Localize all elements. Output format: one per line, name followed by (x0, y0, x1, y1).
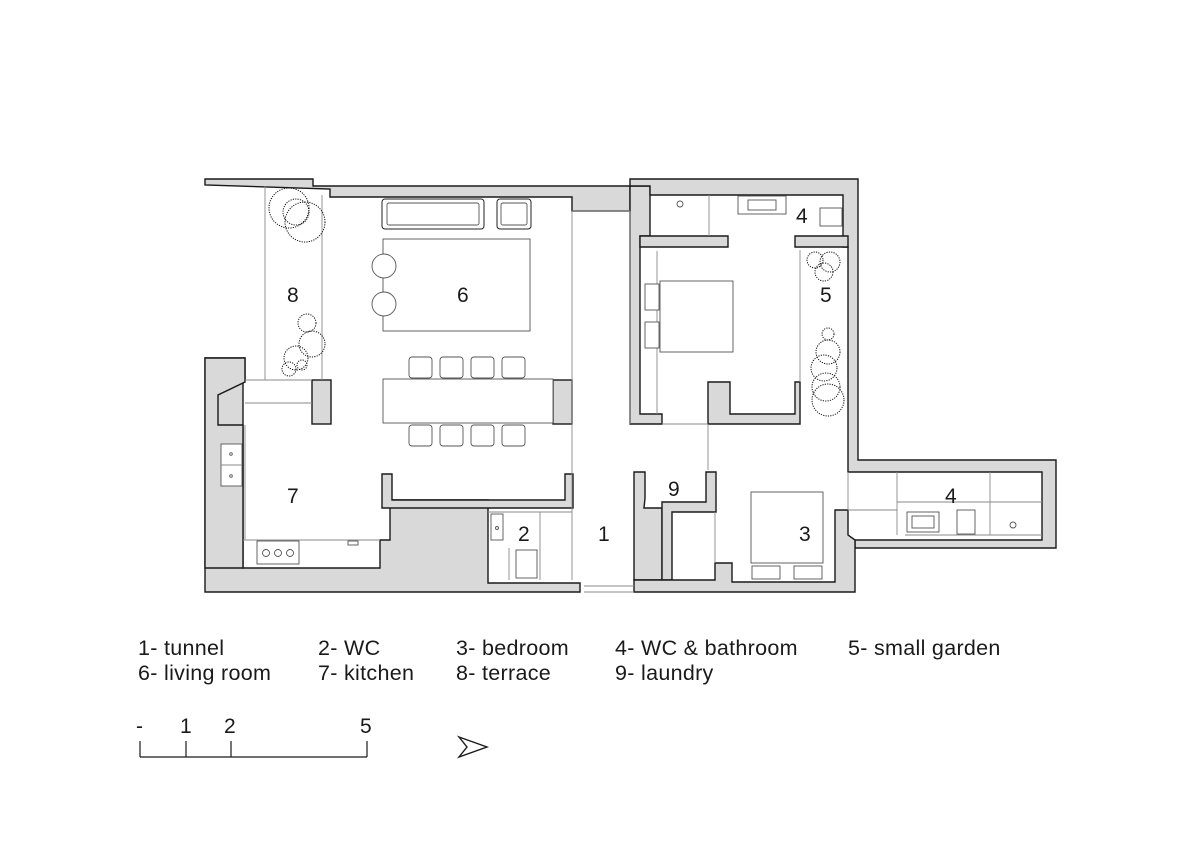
chair (501, 424, 526, 447)
stool (371, 253, 397, 279)
chair (408, 356, 433, 379)
room-number: 8 (287, 284, 299, 307)
chair (501, 356, 526, 379)
interior-lines (243, 186, 1042, 593)
chair (439, 356, 464, 379)
legend-item: 4- WC & bathroom (615, 636, 798, 660)
chair (439, 424, 464, 447)
furniture (220, 195, 1017, 580)
room-number: 3 (799, 523, 811, 546)
legend-item: 5- small garden (848, 636, 1001, 660)
room-number: 7 (287, 485, 299, 508)
bath-toilet (956, 509, 976, 535)
chair (470, 424, 495, 447)
shower-drain (1009, 521, 1017, 529)
walls (204, 178, 1057, 593)
chair (408, 424, 433, 447)
wall-laundry-left (633, 471, 663, 581)
shower-drain (676, 200, 684, 208)
bed (659, 280, 734, 353)
wall-kitchen-top (381, 473, 574, 509)
chair (470, 356, 495, 379)
room-number: 9 (668, 478, 680, 501)
legend-item: 1- tunnel (138, 636, 225, 660)
room-number: 4 (796, 205, 808, 228)
stool (371, 291, 397, 317)
bath-toilet (819, 207, 843, 227)
toilet (515, 549, 538, 579)
legend-item: 7- kitchen (318, 661, 415, 685)
wall-bath-divider-right (794, 235, 849, 248)
wall-central (629, 185, 663, 425)
wall-pier-terrace (311, 379, 332, 425)
legend-item: 3- bedroom (456, 636, 569, 660)
wall-top-right (629, 178, 1057, 549)
room-number: 6 (457, 284, 469, 307)
legend-item: 2- WC (318, 636, 381, 660)
scale-tick-label: 2 (224, 715, 236, 738)
legend-item: 8- terrace (456, 661, 552, 685)
plants (268, 187, 845, 417)
wall-bedroom-closet (707, 381, 801, 425)
room-number: 1 (598, 523, 610, 546)
scale-bar: - 1 2 5 (136, 715, 372, 758)
legend-item: 9- laundry (615, 661, 714, 685)
room-labels: 1 2 3 4 4 5 6 7 8 9 (287, 205, 957, 546)
scale-tick-label: 5 (360, 715, 372, 738)
wall-pier-living (552, 379, 573, 425)
living-rug (382, 238, 531, 332)
room-number: 4 (945, 485, 957, 508)
legend-item: 6- living room (138, 661, 272, 685)
dining-table (382, 378, 554, 424)
scale-tick-label: - (136, 715, 143, 738)
north-arrow-icon (456, 735, 490, 759)
wall-bath-divider (639, 235, 729, 248)
room-number: 5 (820, 284, 832, 307)
room-number: 2 (518, 523, 530, 546)
bed (750, 491, 824, 564)
scale-tick-label: 1 (180, 715, 192, 738)
